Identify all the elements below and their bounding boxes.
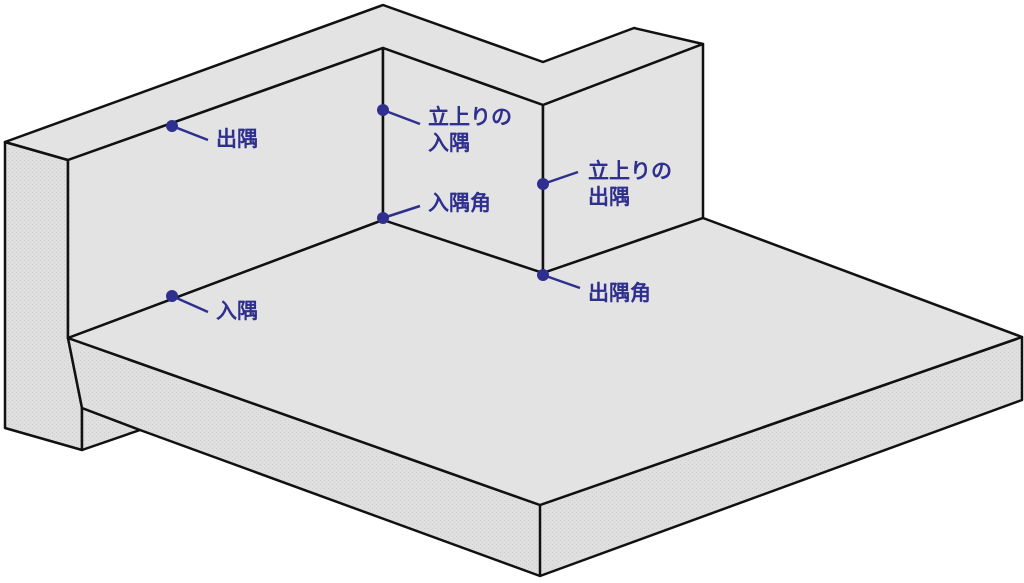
leader-lines: [171, 108, 581, 314]
marker-inner-corner-angle: [377, 212, 389, 224]
label-riser-outer-corner-line2: 出隅: [588, 185, 630, 209]
label-inner-corner-angle-text: 入隅角: [428, 191, 491, 215]
leader-inner-corner-angle: [382, 204, 421, 220]
marker-riser-inner-corner: [377, 104, 389, 116]
label-inner-corner-bottom-text: 入隅: [216, 299, 258, 323]
label-inner-corner-angle: 入隅角: [428, 190, 491, 216]
label-outer-corner-top-text: 出隅: [216, 127, 258, 151]
label-riser-inner-corner-line1: 立上りの: [428, 105, 512, 129]
markers: [166, 104, 549, 302]
label-riser-inner-corner-line2: 入隅: [428, 131, 470, 155]
label-riser-outer-corner: 立上りの 出隅: [588, 158, 672, 210]
label-riser-outer-corner-line1: 立上りの: [588, 159, 672, 183]
leader-outer-corner-angle: [542, 273, 581, 290]
leader-outer-corner-top: [171, 124, 209, 142]
marker-outer-corner-top: [166, 120, 178, 132]
marker-riser-outer-corner: [537, 178, 549, 190]
label-inner-corner-bottom: 入隅: [216, 298, 258, 324]
faces: [3, 3, 1024, 578]
label-outer-corner-angle: 出隅角: [588, 280, 651, 306]
leader-riser-outer-corner: [542, 170, 579, 186]
label-outer-corner-top: 出隅: [216, 126, 258, 152]
marker-outer-corner-angle: [537, 269, 549, 281]
label-riser-inner-corner: 立上りの 入隅: [428, 104, 512, 156]
marker-inner-corner-bottom: [166, 290, 178, 302]
leader-riser-inner-corner: [382, 108, 421, 126]
leader-inner-corner-bottom: [171, 294, 209, 314]
label-outer-corner-angle-text: 出隅角: [588, 281, 651, 305]
